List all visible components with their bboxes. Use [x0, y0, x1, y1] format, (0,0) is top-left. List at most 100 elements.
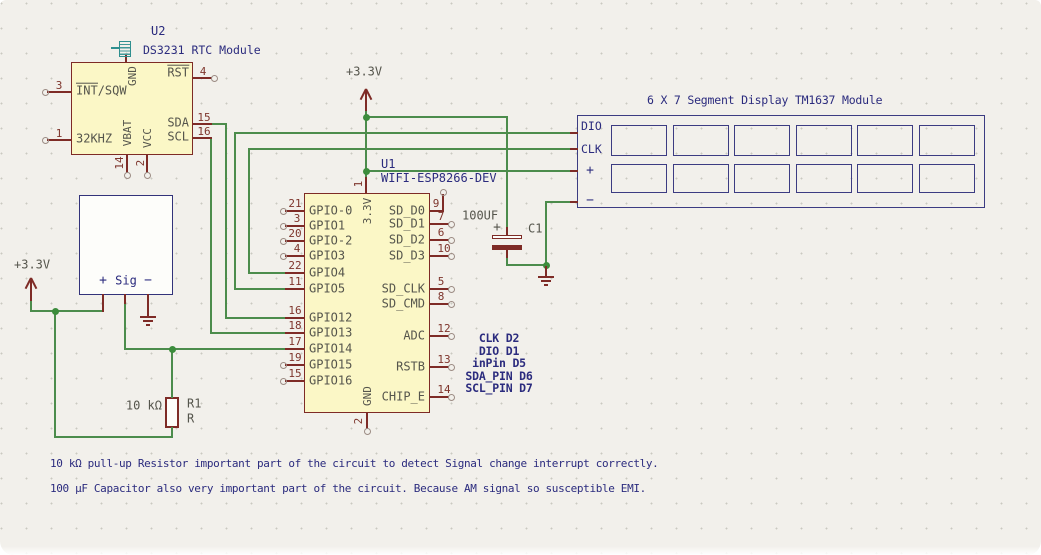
- display-digit-r1-c6[interactable]: [918, 124, 975, 156]
- esp-pin-8-stub[interactable]: [429, 303, 449, 305]
- esp-pin-19-stub[interactable]: [285, 364, 305, 366]
- cap-plus-sign: +: [493, 220, 501, 236]
- display-digit-r1-c5[interactable]: [857, 124, 913, 156]
- wire-cap-bottom-v[interactable]: [506, 256, 508, 266]
- wire-scl-to-gpio13[interactable]: [210, 332, 287, 334]
- esp-pin-13-stub[interactable]: [429, 366, 449, 368]
- wire-display-minus-v[interactable]: [545, 201, 547, 266]
- rtc-pin-4-stub[interactable]: [192, 77, 212, 79]
- display-digit-r2-c3[interactable]: [734, 164, 790, 193]
- wire-3v3-to-display-plus[interactable]: [365, 170, 572, 172]
- dcf-sig-stub[interactable]: [124, 294, 126, 304]
- wire-resistor-bottom-v[interactable]: [171, 427, 173, 438]
- rtc-gnd-flag-icon[interactable]: [119, 41, 131, 57]
- display-digit-r1-c3[interactable]: [734, 124, 790, 156]
- junction-3v3-cap[interactable]: [362, 113, 370, 121]
- wire-scl-v[interactable]: [210, 137, 212, 334]
- esp-pin-21-stub[interactable]: [285, 210, 305, 212]
- display-digit-r2-c2[interactable]: [672, 164, 729, 193]
- display-digit-r1-c2[interactable]: [672, 124, 729, 156]
- dcf-plus-stub[interactable]: [102, 294, 104, 312]
- rtc-pin-3-stub[interactable]: [47, 91, 72, 93]
- esp-pin-17-stub[interactable]: [285, 348, 305, 350]
- esp-pin-num-17: 17: [288, 335, 302, 349]
- wire-sig-v[interactable]: [124, 302, 126, 350]
- resistor-body[interactable]: [165, 397, 179, 428]
- esp-name-chip-e: CHIP_E: [381, 389, 425, 404]
- display-body[interactable]: [577, 115, 985, 208]
- wire-dio-h[interactable]: [234, 132, 572, 134]
- wire-3v3-left-h[interactable]: [30, 310, 104, 312]
- power-arrow-3v3-top-shaft: [365, 91, 367, 111]
- cap-top-pin[interactable]: [506, 227, 508, 236]
- esp-pin-15-stub[interactable]: [285, 380, 305, 382]
- dcf-body[interactable]: [79, 195, 173, 295]
- wire-clk-h[interactable]: [248, 148, 572, 150]
- wire-resistor-bottom-h[interactable]: [54, 436, 173, 438]
- wire-dio-to-gpio5[interactable]: [234, 288, 287, 290]
- rtc-pin-2-stub[interactable]: [146, 154, 148, 173]
- rtc-pin-num-4: 4: [199, 65, 207, 79]
- cap-bottom-pin[interactable]: [506, 249, 508, 258]
- wire-sda-v[interactable]: [225, 123, 227, 319]
- esp-pin-14-stub[interactable]: [429, 396, 449, 398]
- junction-sig-resistor[interactable]: [168, 345, 176, 353]
- rtc-value-label: DS3231 RTC Module: [143, 43, 261, 57]
- wire-3v3-down-v[interactable]: [54, 310, 56, 438]
- esp-pin-3-stub[interactable]: [285, 225, 305, 227]
- esp-pin-5-stub[interactable]: [429, 288, 449, 290]
- dcf-minus-stub[interactable]: [147, 294, 149, 309]
- esp-pin-1-stub[interactable]: [365, 177, 367, 194]
- display-digit-r1-c1[interactable]: [611, 124, 667, 156]
- capacitor-bottom-plate[interactable]: [492, 245, 522, 250]
- esp-pin-10-stub[interactable]: [429, 255, 449, 257]
- wire-dio-v[interactable]: [234, 132, 236, 290]
- esp-pin-20-stub[interactable]: [285, 240, 305, 242]
- esp-pin-12-stub[interactable]: [429, 335, 449, 337]
- esp-pin-7-stub[interactable]: [429, 223, 449, 225]
- display-minus-tick[interactable]: [570, 201, 578, 203]
- wire-3v3-main-v[interactable]: [365, 109, 367, 179]
- rtc-gnd-pin-stub[interactable]: [125, 55, 127, 63]
- no-connect-circle: [279, 361, 287, 369]
- wire-clk-v[interactable]: [248, 148, 250, 274]
- rtc-pin-14-stub[interactable]: [126, 154, 128, 173]
- display-digit-r2-c6[interactable]: [918, 164, 975, 193]
- junction-3v3-display[interactable]: [362, 167, 370, 175]
- esp-pin-9-hook[interactable]: [442, 194, 444, 212]
- wire-clk-to-gpio4[interactable]: [248, 272, 287, 274]
- esp-pin-22-stub[interactable]: [285, 272, 305, 274]
- wire-sig-to-gpio14[interactable]: [124, 348, 287, 350]
- junction-cap-gnd[interactable]: [542, 261, 550, 269]
- esp-pin-11-stub[interactable]: [285, 288, 305, 290]
- esp-pin-9-stub[interactable]: [429, 210, 444, 212]
- wire-sda-h[interactable]: [210, 123, 227, 125]
- wire-display-minus-h[interactable]: [545, 201, 572, 203]
- esp-pin-2-stub[interactable]: [366, 412, 368, 429]
- wire-cap-to-gnd-h[interactable]: [506, 264, 547, 266]
- junction-3v3-left[interactable]: [51, 307, 59, 315]
- rtc-pin-15-stub[interactable]: [192, 123, 212, 125]
- esp-pin-18-stub[interactable]: [285, 332, 305, 334]
- esp-pin-6-stub[interactable]: [429, 239, 449, 241]
- esp-pin-16-stub[interactable]: [285, 317, 305, 319]
- display-digit-r2-c4[interactable]: [795, 164, 852, 193]
- esp-pin-4-stub[interactable]: [285, 255, 305, 257]
- wire-3v3-left-v[interactable]: [30, 299, 32, 312]
- display-digit-r2-c5[interactable]: [857, 164, 913, 193]
- display-plus-tick[interactable]: [570, 170, 578, 172]
- rtc-pin-1-stub[interactable]: [47, 139, 72, 141]
- wire-cap-top-v[interactable]: [506, 116, 508, 229]
- display-digit-r1-c4[interactable]: [795, 124, 852, 156]
- rtc-body[interactable]: [71, 62, 193, 155]
- wire-resistor-top-v[interactable]: [171, 348, 173, 398]
- esp-name-gpio14: GPIO14: [309, 341, 353, 356]
- rtc-pin-16-stub[interactable]: [192, 137, 212, 139]
- display-dio-tick[interactable]: [570, 132, 578, 134]
- no-connect-circle: [447, 363, 455, 371]
- display-digit-r2-c1[interactable]: [611, 164, 667, 193]
- wire-3v3-to-cap-h[interactable]: [365, 116, 508, 118]
- wire-sda-to-gpio12[interactable]: [225, 317, 287, 319]
- display-clk-tick[interactable]: [570, 148, 578, 150]
